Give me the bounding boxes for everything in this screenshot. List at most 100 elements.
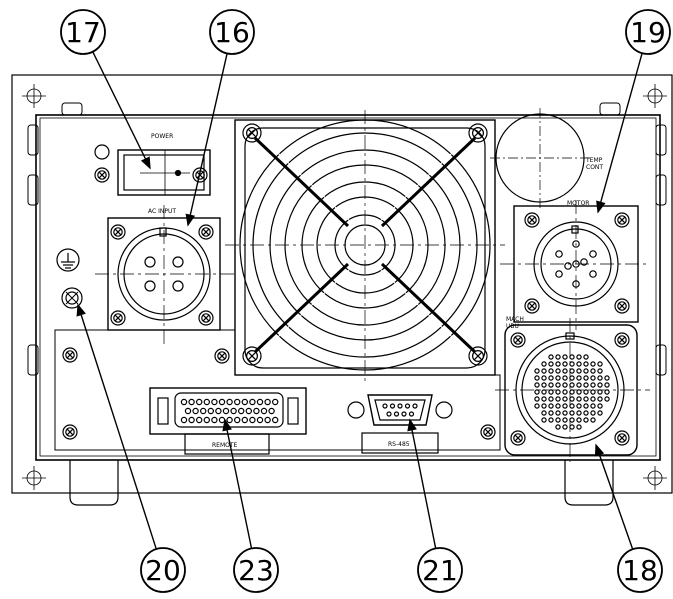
pin	[226, 416, 233, 424]
power-switch[interactable]	[94, 144, 211, 196]
pin	[195, 398, 203, 406]
callout-number: 19	[630, 16, 666, 49]
callout-17: 17	[60, 9, 151, 170]
pin	[222, 407, 230, 415]
screw	[214, 348, 230, 364]
pin	[583, 382, 589, 388]
pin	[576, 410, 582, 416]
pin	[226, 398, 233, 406]
pin	[541, 368, 547, 374]
pin	[583, 361, 589, 367]
pin	[590, 368, 596, 374]
motor-label: MOTOR	[567, 200, 589, 207]
pin	[256, 416, 264, 424]
pin	[230, 407, 237, 415]
pin	[548, 382, 554, 388]
pin	[576, 396, 582, 402]
screw	[110, 310, 126, 326]
lower-plate	[54, 329, 501, 451]
leader-line	[187, 53, 228, 226]
motor-connector-pins	[555, 240, 597, 288]
leader-line	[92, 51, 151, 169]
pin	[569, 382, 575, 388]
pin	[555, 424, 561, 430]
leader-line	[224, 419, 253, 549]
pin	[555, 382, 561, 388]
pin	[272, 416, 279, 424]
pin	[548, 396, 554, 402]
rs485-connector[interactable]	[347, 394, 453, 426]
screw	[198, 310, 214, 326]
pin	[569, 424, 575, 430]
corner-mounting-marks	[22, 84, 667, 490]
pin	[249, 416, 256, 424]
callout-16: 16	[185, 9, 255, 227]
outer-chassis	[11, 74, 673, 494]
foot-right	[564, 460, 614, 506]
screw	[614, 298, 630, 314]
callout-21: 21	[407, 418, 463, 593]
callout-20: 20	[76, 303, 186, 593]
temp-cont-port	[490, 108, 590, 208]
temp-cont-label-line1: TEMP	[585, 157, 603, 164]
pin	[576, 368, 582, 374]
leader-line	[409, 419, 437, 549]
pin	[583, 375, 589, 381]
arrowhead	[76, 303, 86, 317]
pin	[241, 398, 248, 406]
pin	[569, 410, 575, 416]
screw	[110, 224, 126, 240]
pin	[590, 382, 596, 388]
pin	[576, 417, 582, 423]
callout-circle	[417, 547, 463, 593]
pin	[548, 410, 554, 416]
pin	[534, 403, 540, 409]
pin	[604, 396, 610, 402]
pin	[604, 389, 610, 395]
mach-label-line1: MACH	[506, 316, 524, 323]
pin	[534, 396, 540, 402]
pin	[572, 280, 580, 288]
screw	[524, 298, 540, 314]
pin	[569, 361, 575, 367]
screw	[62, 347, 78, 363]
pin	[562, 396, 568, 402]
ac-input-connector	[95, 205, 235, 345]
pin	[597, 389, 603, 395]
side-brackets	[27, 102, 667, 376]
pin	[555, 389, 561, 395]
pin	[180, 416, 188, 424]
temp-cont-label-line2: CONT	[586, 164, 603, 171]
callout-circle	[60, 9, 106, 55]
pin	[215, 407, 222, 415]
pin	[597, 375, 603, 381]
pin	[590, 410, 596, 416]
pin	[576, 382, 582, 388]
pin	[188, 416, 195, 424]
pin	[241, 416, 248, 424]
pin	[590, 396, 596, 402]
callout-circle	[209, 9, 255, 55]
pin	[203, 416, 210, 424]
pin	[233, 416, 241, 424]
pin	[207, 407, 214, 415]
pin	[548, 417, 554, 423]
pin	[211, 416, 218, 424]
pin	[604, 375, 610, 381]
pin	[562, 361, 568, 367]
arrowhead	[596, 200, 606, 214]
pin	[555, 375, 561, 381]
screw	[614, 332, 630, 348]
pin	[184, 407, 192, 415]
screw	[510, 332, 526, 348]
pin	[555, 396, 561, 402]
pin	[541, 410, 547, 416]
pin	[534, 389, 540, 395]
pin	[401, 411, 407, 417]
pin	[590, 417, 596, 423]
callout-19: 19	[596, 9, 671, 214]
pin	[195, 416, 203, 424]
pin	[272, 398, 279, 406]
pin	[564, 262, 572, 270]
pin	[237, 407, 245, 415]
